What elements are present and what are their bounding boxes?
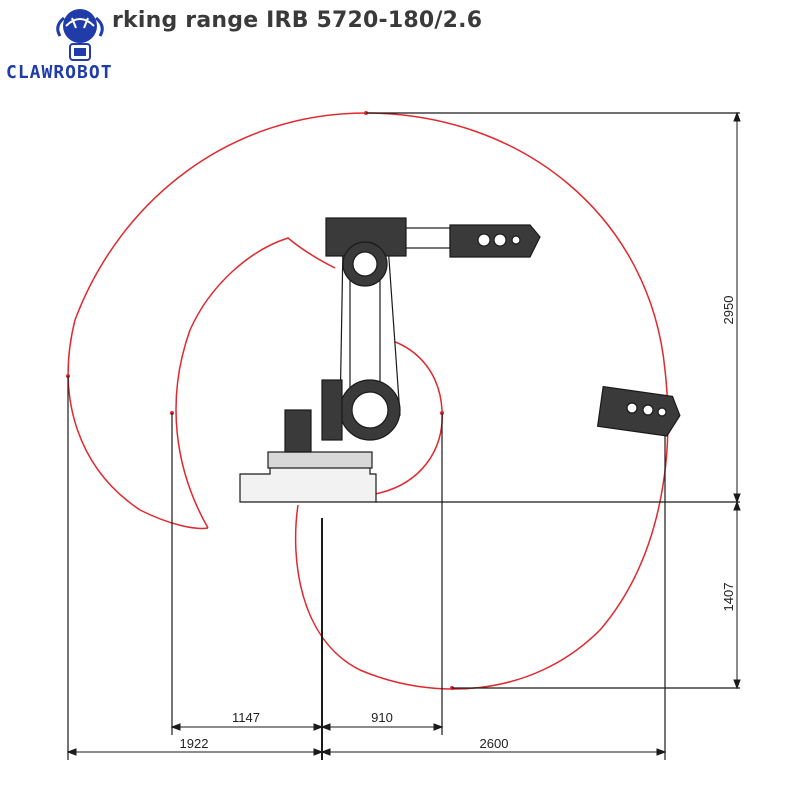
dim-height-down: 1407 xyxy=(721,583,736,612)
dim-height-up: 2950 xyxy=(721,296,736,325)
robot-claw-logo-icon xyxy=(50,6,110,66)
logo-text: CLAWROBOT xyxy=(6,62,113,83)
dim-reach-outer-left: 1922 xyxy=(180,736,209,751)
page-title: rking range IRB 5720-180/2.6 xyxy=(112,8,483,33)
reference-lines xyxy=(67,112,740,760)
reach-envelope xyxy=(67,112,669,690)
dim-reach-outer-right: 2600 xyxy=(480,736,509,751)
robot-illustration xyxy=(239,217,681,503)
horizontal-dimensions xyxy=(66,723,667,756)
dim-reach-inner-left: 1147 xyxy=(232,710,260,725)
vertical-dimensions xyxy=(733,111,741,690)
dim-reach-inner-right: 910 xyxy=(371,710,393,725)
